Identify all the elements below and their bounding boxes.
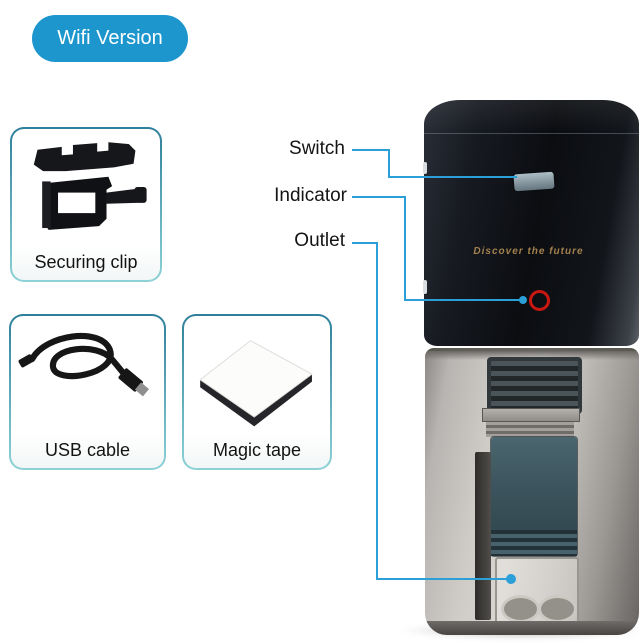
- magic-tape-box: Magic tape: [182, 314, 332, 470]
- outlet-callout-line-3: [376, 578, 513, 580]
- side-notch-top: [423, 162, 427, 174]
- magic-tape-caption: Magic tape: [212, 440, 302, 460]
- slide-door-ribs: [491, 530, 577, 556]
- feeder-top-unit: Discover the future: [423, 100, 639, 346]
- outlet-callout-line-1: [352, 242, 378, 244]
- usb-cable-image: [11, 321, 164, 433]
- stripe-band: [486, 422, 574, 437]
- indicator-callout-line-3: [404, 299, 523, 301]
- indicator-light: [529, 290, 550, 311]
- slide-door: [491, 437, 577, 556]
- usb-cable-caption: USB cable: [44, 440, 131, 460]
- magic-tape-icon: [199, 340, 313, 427]
- securing-clip-image: [12, 134, 160, 240]
- indicator-label: Indicator: [274, 185, 347, 206]
- outlet-hole-left: [501, 595, 540, 623]
- magic-tape-image: [184, 321, 330, 433]
- wifi-version-label: Wifi Version: [57, 27, 163, 49]
- securing-clip-icon: [33, 142, 147, 230]
- metal-bar: [482, 408, 580, 422]
- switch-callout-line-3: [388, 176, 517, 178]
- outlet-label: Outlet: [294, 230, 345, 251]
- wifi-version-badge: Wifi Version: [32, 15, 188, 62]
- usb-cable-box: USB cable: [9, 314, 166, 470]
- door-rail: [475, 452, 491, 620]
- feeder-lid: [424, 100, 639, 134]
- food-container: [425, 348, 639, 635]
- power-switch: [513, 171, 555, 192]
- indicator-callout-line-2: [404, 196, 406, 301]
- container-rim-shade: [425, 351, 639, 360]
- container-base: [425, 621, 639, 635]
- outlet-callout-line-2: [376, 242, 378, 580]
- vent-grille: [487, 357, 582, 414]
- switch-callout-line-2: [388, 149, 390, 178]
- indicator-callout-line-1: [352, 196, 406, 198]
- switch-callout-line-1: [352, 149, 390, 151]
- device-slogan: Discover the future: [473, 246, 584, 257]
- securing-clip-box: Securing clip: [10, 127, 162, 282]
- securing-clip-caption: Securing clip: [34, 252, 138, 272]
- outlet-callout-dot: [506, 574, 516, 584]
- usb-cable-icon: [18, 333, 149, 397]
- switch-label: Switch: [289, 138, 345, 159]
- container-rim: [425, 348, 639, 351]
- side-notch-bottom: [423, 280, 427, 294]
- indicator-callout-dot: [519, 296, 527, 304]
- outlet-hole-right: [538, 595, 577, 623]
